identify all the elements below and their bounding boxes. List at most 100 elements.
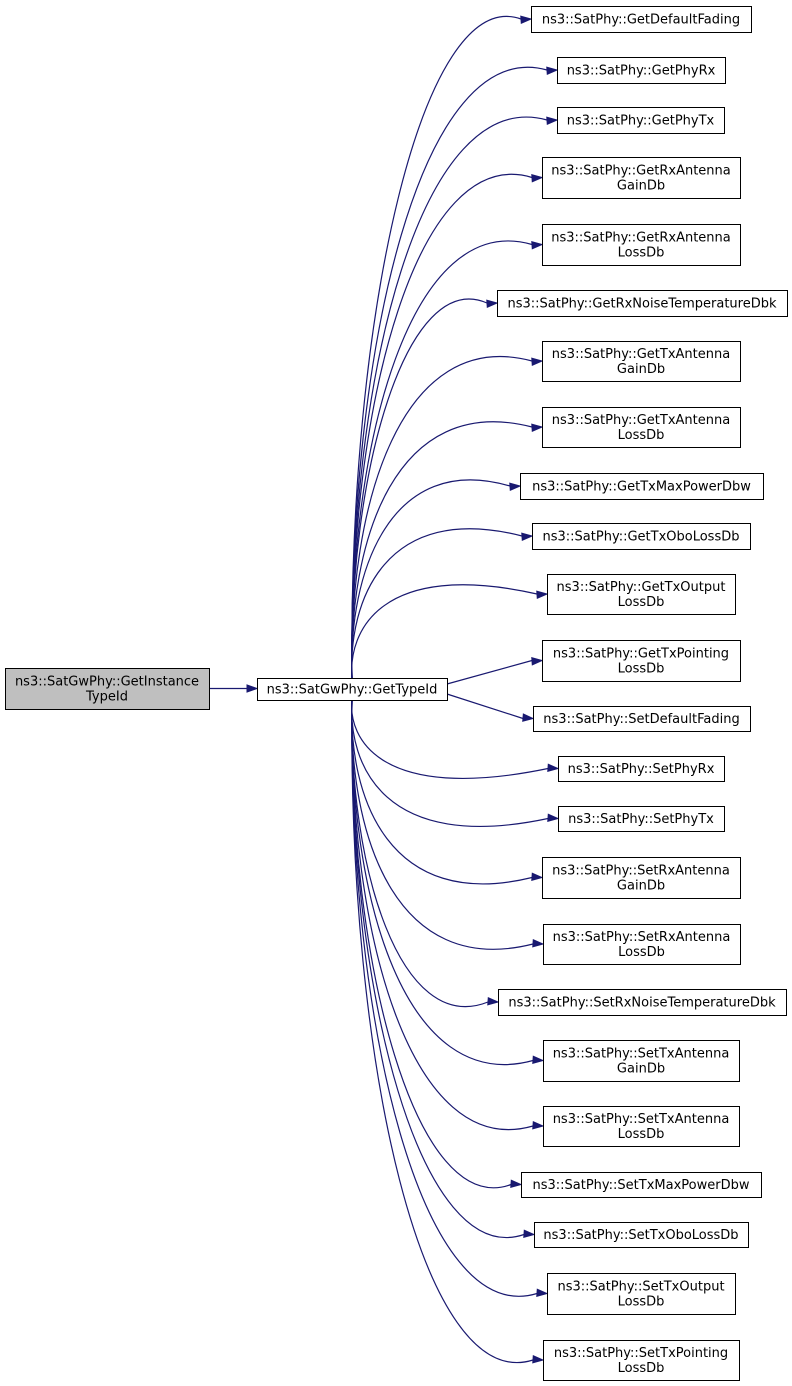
callee-node-settxpointinglossdb-label-line-1: ns3::SatPhy::SetTxPointing (554, 1346, 728, 1361)
callee-node-settxpointinglossdb-box[interactable] (543, 1340, 740, 1381)
hub-node-gettypeid-box[interactable] (257, 678, 448, 701)
edge-hub-to-settxmaxpowerdbw (351, 699, 512, 1189)
callee-node-gettxantennagaindb-label-line-2: GainDb (617, 362, 665, 377)
edge-hub-to-setphytx-arrowhead (547, 813, 560, 823)
callee-node-setrxnoisetemperaturedbk-label-line-1: ns3::SatPhy::SetRxNoiseTemperatureDbk (508, 996, 776, 1011)
callee-node-gettxobolossdb-box[interactable] (532, 523, 751, 550)
edges-layer (209, 15, 560, 1364)
edge-hub-to-setrxantennalossdb (351, 699, 534, 950)
callee-node-getrxantennagaindb-box[interactable] (542, 157, 741, 199)
callee-node-settxobolossdb[interactable]: ns3::SatPhy::SetTxOboLossDb (534, 1222, 749, 1248)
edge-hub-to-gettxobolossdb-arrowhead (521, 532, 534, 542)
callee-node-settxoutputlossdb-label-line-2: LossDb (618, 1295, 665, 1310)
edge-hub-to-setrxantennalossdb-arrowhead (532, 938, 545, 948)
callee-node-setrxantennalossdb-label-line-1: ns3::SatPhy::SetRxAntenna (553, 930, 731, 945)
edge-hub-to-settxoutputlossdb (351, 699, 538, 1297)
edge-hub-to-gettxmaxpowerdbw (351, 479, 511, 679)
edge-hub-to-settxobolossdb (351, 699, 525, 1238)
callee-node-setdefaultfading-label-line-1: ns3::SatPhy::SetDefaultFading (543, 712, 739, 727)
callee-node-settxpointinglossdb-label-line-2: LossDb (618, 1361, 665, 1376)
edge-hub-to-setphyrx-arrowhead (547, 763, 560, 773)
callee-node-gettxantennagaindb-label-line-1: ns3::SatPhy::GetTxAntenna (552, 347, 730, 362)
callee-node-getrxnoisetemperaturedbk-box[interactable] (497, 290, 788, 317)
callee-node-settxantennalossdb-label-line-1: ns3::SatPhy::SetTxAntenna (553, 1112, 730, 1127)
callee-node-gettxobolossdb[interactable]: ns3::SatPhy::GetTxOboLossDb (532, 523, 751, 550)
callee-node-getphyrx-label-line-1: ns3::SatPhy::GetPhyRx (567, 64, 716, 79)
edge-hub-to-setrxantennagaindb (351, 699, 533, 885)
callee-node-setdefaultfading-box[interactable] (533, 706, 751, 732)
edge-hub-to-getdefaultfading-arrowhead (520, 15, 533, 25)
callee-node-getrxantennagaindb-label-line-2: GainDb (617, 179, 665, 194)
callee-node-settxobolossdb-box[interactable] (534, 1222, 749, 1248)
callee-node-gettxpointinglossdb-box[interactable] (542, 640, 741, 682)
edge-hub-to-setdefaultfading (446, 693, 524, 720)
edge-hub-to-settxantennagaindb (351, 699, 534, 1066)
callee-node-gettxoutputlossdb-label-line-1: ns3::SatPhy::GetTxOutput (557, 580, 726, 595)
edge-hub-to-setdefaultfading-arrowhead (522, 713, 535, 722)
hub-node-gettypeid[interactable]: ns3::SatGwPhy::GetTypeId (257, 678, 448, 701)
callee-node-gettxmaxpowerdbw-label-line-1: ns3::SatPhy::GetTxMaxPowerDbw (532, 480, 751, 495)
callee-node-getphyrx-box[interactable] (557, 57, 726, 84)
callee-node-getphyrx[interactable]: ns3::SatPhy::GetPhyRx (557, 57, 726, 84)
callee-node-setrxnoisetemperaturedbk-box[interactable] (498, 989, 787, 1016)
edge-hub-to-gettxoutputlossdb-arrowhead (536, 590, 549, 600)
callee-node-gettxoutputlossdb-box[interactable] (547, 574, 736, 615)
edge-hub-to-setrxantennagaindb-arrowhead (531, 872, 544, 882)
callee-node-setphyrx-box[interactable] (558, 756, 725, 782)
callee-node-gettxantennagaindb-box[interactable] (542, 341, 741, 382)
edge-hub-to-setphytx (351, 699, 549, 828)
callee-node-gettxpointinglossdb-label-line-1: ns3::SatPhy::GetTxPointing (553, 647, 729, 662)
edge-hub-to-getrxnoisetemperaturedbk-arrowhead (486, 299, 499, 309)
callee-node-setphytx[interactable]: ns3::SatPhy::SetPhyTx (558, 806, 725, 832)
callee-node-setphytx-box[interactable] (558, 806, 725, 832)
edge-hub-to-gettxoutputlossdb (351, 584, 538, 679)
edge-hub-to-getphytx (351, 116, 548, 679)
callee-node-setrxantennalossdb-box[interactable] (543, 924, 741, 965)
edge-hub-to-settxantennagaindb-arrowhead (532, 1055, 545, 1065)
callee-node-getdefaultfading[interactable]: ns3::SatPhy::GetDefaultFading (531, 6, 752, 33)
callee-node-gettxmaxpowerdbw[interactable]: ns3::SatPhy::GetTxMaxPowerDbw (520, 473, 764, 500)
callee-node-settxoutputlossdb-box[interactable] (547, 1273, 736, 1315)
callee-node-gettxmaxpowerdbw-box[interactable] (520, 473, 764, 500)
callee-node-settxmaxpowerdbw[interactable]: ns3::SatPhy::SetTxMaxPowerDbw (521, 1172, 762, 1198)
callee-node-setrxantennagaindb-label-line-1: ns3::SatPhy::SetRxAntenna (552, 864, 730, 879)
edge-hub-to-gettxantennagaindb (351, 355, 533, 679)
root-node-getinstancetypeid-label-line-1: ns3::SatGwPhy::GetInstance (15, 675, 199, 690)
callee-node-gettxantennalossdb-label-line-1: ns3::SatPhy::GetTxAntenna (552, 413, 730, 428)
edge-hub-to-setrxnoisetemperaturedbk-arrowhead (487, 996, 500, 1006)
callee-node-getphytx-box[interactable] (557, 107, 725, 134)
edge-hub-to-gettxantennagaindb-arrowhead (531, 357, 544, 367)
callee-node-setdefaultfading[interactable]: ns3::SatPhy::SetDefaultFading (533, 706, 751, 732)
callee-node-setphytx-label-line-1: ns3::SatPhy::SetPhyTx (568, 812, 714, 827)
callee-node-settxantennagaindb-box[interactable] (543, 1040, 740, 1082)
callee-node-settxantennalossdb-box[interactable] (543, 1106, 740, 1147)
callee-node-getdefaultfading-label-line-1: ns3::SatPhy::GetDefaultFading (542, 13, 740, 28)
callee-node-settxantennalossdb-label-line-2: LossDb (618, 1127, 665, 1142)
callee-node-getrxnoisetemperaturedbk[interactable]: ns3::SatPhy::GetRxNoiseTemperatureDbk (497, 290, 788, 317)
root-node-getinstancetypeid-box[interactable] (5, 668, 210, 710)
callee-node-gettxantennalossdb-box[interactable] (542, 407, 741, 448)
edge-hub-to-gettxantennalossdb (351, 421, 533, 679)
callee-node-setrxnoisetemperaturedbk[interactable]: ns3::SatPhy::SetRxNoiseTemperatureDbk (498, 989, 787, 1016)
callee-node-setphyrx[interactable]: ns3::SatPhy::SetPhyRx (558, 756, 725, 782)
callee-node-setrxantennagaindb-box[interactable] (542, 857, 741, 899)
callee-node-settxmaxpowerdbw-box[interactable] (521, 1172, 762, 1198)
callee-node-getrxantennalossdb-label-line-1: ns3::SatPhy::GetRxAntenna (551, 231, 731, 246)
callee-node-getdefaultfading-box[interactable] (531, 6, 752, 33)
callee-node-getphytx[interactable]: ns3::SatPhy::GetPhyTx (557, 107, 725, 134)
callee-node-settxantennagaindb-label-line-2: GainDb (617, 1062, 665, 1077)
callee-node-getrxantennalossdb-box[interactable] (542, 224, 741, 266)
